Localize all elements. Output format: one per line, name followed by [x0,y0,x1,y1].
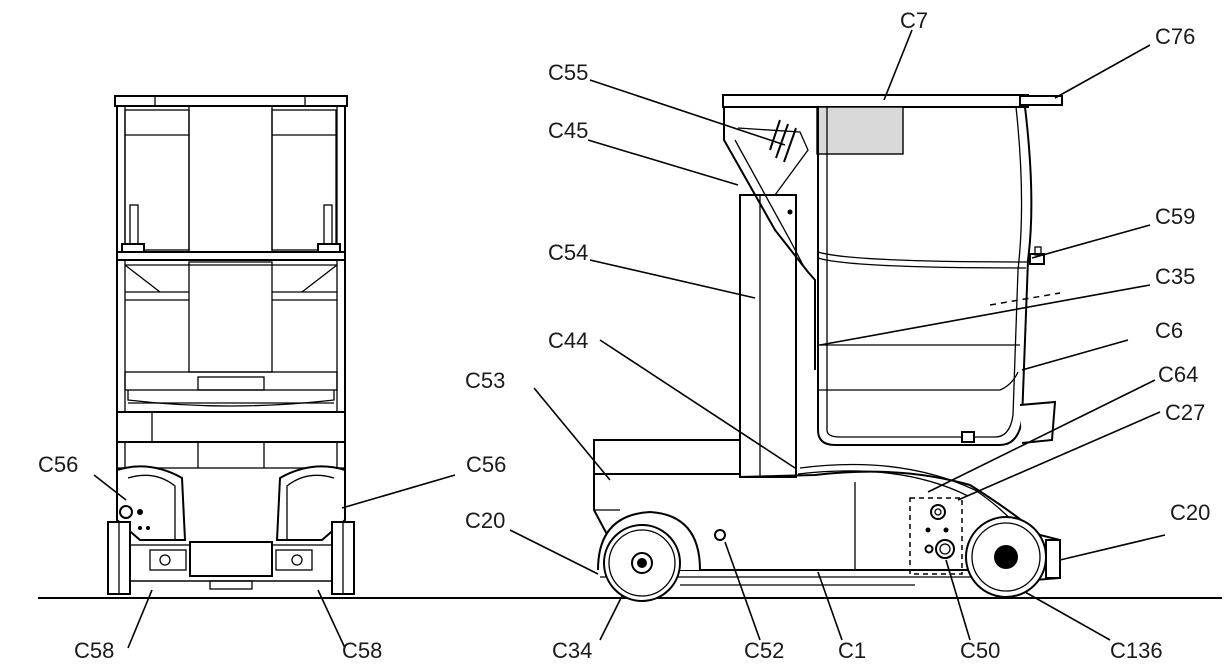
label-c20-left: C20 [465,508,505,533]
label-c45: C45 [548,118,588,143]
callout-labels: C7 C76 C55 C45 C59 C54 C35 C6 C44 C64 C5… [38,8,1210,663]
label-c50: C50 [960,638,1000,663]
label-c53: C53 [465,368,505,393]
drain-hole [714,529,726,541]
label-c64: C64 [1158,362,1198,387]
label-c55: C55 [548,60,588,85]
label-c58-right: C58 [342,638,382,663]
side-view [593,94,1063,602]
label-c1: C1 [838,638,866,663]
label-c20-right: C20 [1170,500,1210,525]
label-c35: C35 [1155,264,1195,289]
label-c34: C34 [552,638,592,663]
label-c52: C52 [744,638,784,663]
label-panel [816,106,904,155]
leader-lines [93,29,1166,649]
label-c59: C59 [1155,204,1195,229]
label-c54: C54 [548,240,588,265]
label-c58-left: C58 [74,638,114,663]
front-view [107,95,355,595]
label-c76: C76 [1155,24,1195,49]
label-c44: C44 [548,328,588,353]
label-c7: C7 [900,8,928,33]
label-c136: C136 [1110,638,1163,663]
label-c56-right: C56 [466,452,506,477]
label-c6: C6 [1155,318,1183,343]
label-c27: C27 [1165,400,1205,425]
label-c56-left: C56 [38,452,78,477]
